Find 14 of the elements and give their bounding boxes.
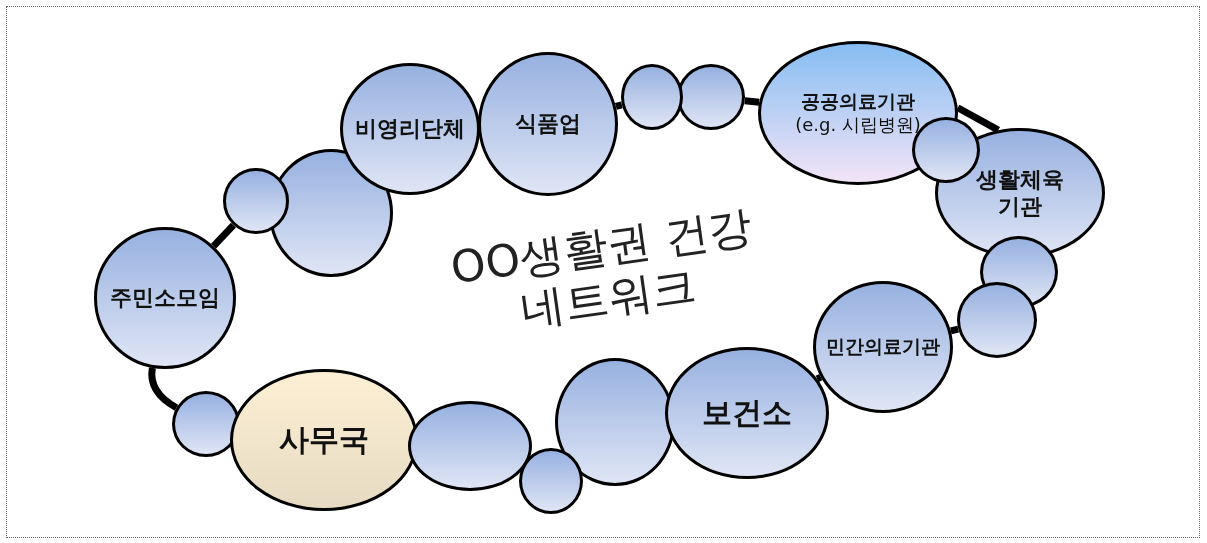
node-label: 비영리단체 [355,115,465,143]
connector-line [950,325,959,335]
node-label: 주민소모임 [110,284,220,312]
connector-line [744,97,760,106]
network-title: OO생활권 건강네트워크 [446,199,757,337]
node-label: 민간의료기관 [826,335,940,359]
node-label: 식품업 [515,110,581,138]
connector-line [211,222,236,249]
node-label: 보건소 [702,394,792,432]
node-label: 공공의료기관 [801,89,915,114]
node-label: 생활체육 기관 [975,165,1065,221]
node-label: 사무국 [279,421,369,459]
node-label: (e.g. 시립병원) [795,113,921,137]
empty-circle [223,168,289,234]
